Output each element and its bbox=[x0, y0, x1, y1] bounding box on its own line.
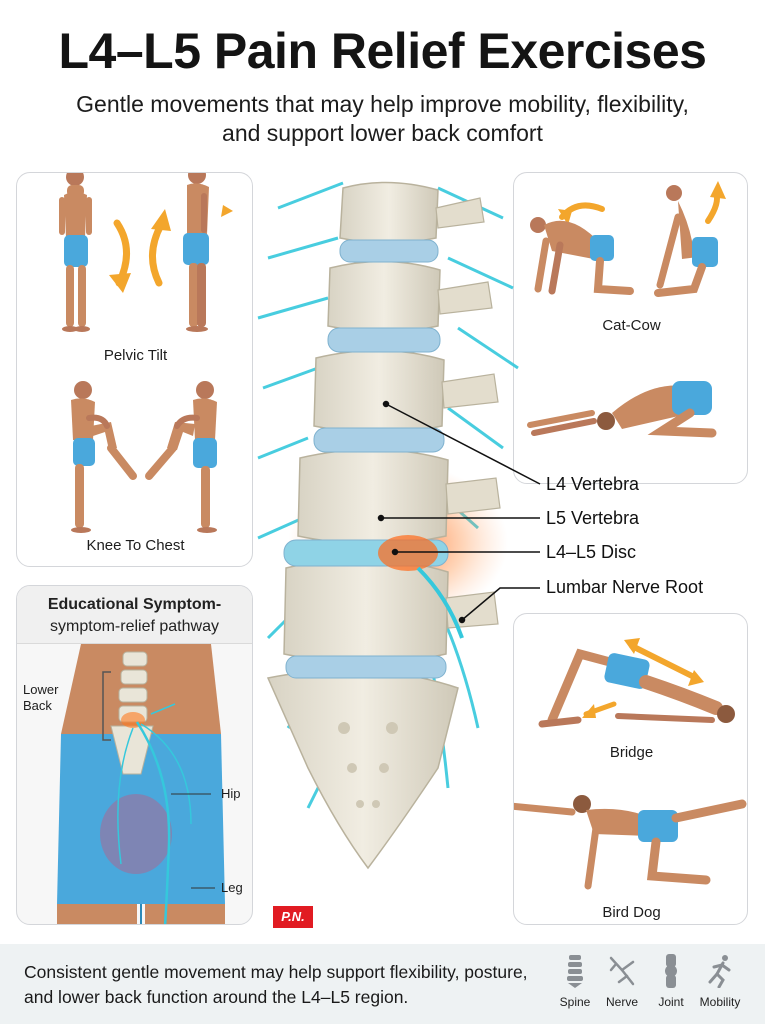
footer-label-nerve: Nerve bbox=[605, 995, 638, 1009]
exercise-label-cat-cow: Cat-Cow bbox=[602, 317, 661, 334]
spine-icon bbox=[567, 955, 583, 988]
footer-item-mobility: Mobility bbox=[698, 954, 742, 1009]
callout-lumbar-nerve-root: Lumbar Nerve Root bbox=[546, 577, 704, 597]
knee-to-chest-illustration bbox=[71, 381, 217, 533]
child-pose-illustration bbox=[527, 381, 717, 438]
symptom-title-line1: Educational Symptom- bbox=[47, 596, 222, 613]
symptom-title-line2: symptom-relief pathway bbox=[50, 618, 219, 635]
exercise-card-pelvic-knee: Pelvic Tilt Knee To Chest bbox=[16, 172, 253, 567]
joint-icon bbox=[665, 954, 677, 988]
page-subtitle: Gentle movements that may help improve m… bbox=[76, 91, 689, 146]
mobility-icon bbox=[708, 955, 731, 989]
cat-cow-illustration bbox=[530, 181, 726, 297]
bird-dog-illustration bbox=[514, 795, 747, 890]
symptom-label-hip: Hip bbox=[221, 786, 241, 801]
footer-text: Consistent gentle movement may help supp… bbox=[24, 962, 528, 1007]
exercise-label-knee-to-chest: Knee To Chest bbox=[86, 537, 185, 554]
symptom-label-lower-back-line1: Lower bbox=[23, 682, 59, 697]
footer-label-mobility: Mobility bbox=[699, 995, 741, 1009]
lower-back-anatomy-illustration bbox=[57, 644, 225, 924]
exercise-label-pelvic-tilt: Pelvic Tilt bbox=[103, 347, 168, 364]
symptom-header bbox=[17, 586, 252, 644]
footer-item-joint: Joint bbox=[649, 954, 693, 1009]
footer-item-spine: Spine bbox=[553, 954, 597, 1009]
pelvic-tilt-illustration bbox=[59, 173, 233, 332]
pn-logo-badge: P.N. bbox=[273, 906, 313, 928]
symptom-pathway-card: Educational Symptom- symptom-relief path… bbox=[16, 585, 253, 925]
page-title: L4–L5 Pain Relief Exercises bbox=[58, 23, 707, 79]
nerve-icon bbox=[609, 956, 635, 986]
exercise-label-bridge: Bridge bbox=[609, 744, 654, 761]
lumbar-spine-illustration bbox=[257, 181, 519, 870]
footer-label-joint: Joint bbox=[658, 995, 684, 1009]
symptom-label-leg: Leg bbox=[221, 880, 243, 895]
callout-l4-vertebra: L4 Vertebra bbox=[546, 474, 640, 494]
callout-l4-l5-disc: L4–L5 Disc bbox=[546, 542, 637, 562]
exercise-label-bird-dog: Bird Dog bbox=[602, 904, 661, 921]
footer-item-nerve: Nerve bbox=[600, 954, 644, 1009]
bridge-illustration bbox=[538, 638, 735, 728]
callout-l5-vertebra: L5 Vertebra bbox=[546, 508, 640, 528]
exercise-card-bridge-bird-dog: Bridge Bird Dog bbox=[513, 613, 748, 925]
footer-bar: Consistent gentle movement may help supp… bbox=[0, 944, 765, 1024]
symptom-label-lower-back-line2: Back bbox=[23, 698, 52, 713]
symptom-label-lower-back: Lower Back bbox=[23, 682, 67, 714]
footer-label-spine: Spine bbox=[559, 995, 591, 1009]
exercise-card-cat-cow: Cat-Cow bbox=[513, 172, 748, 484]
